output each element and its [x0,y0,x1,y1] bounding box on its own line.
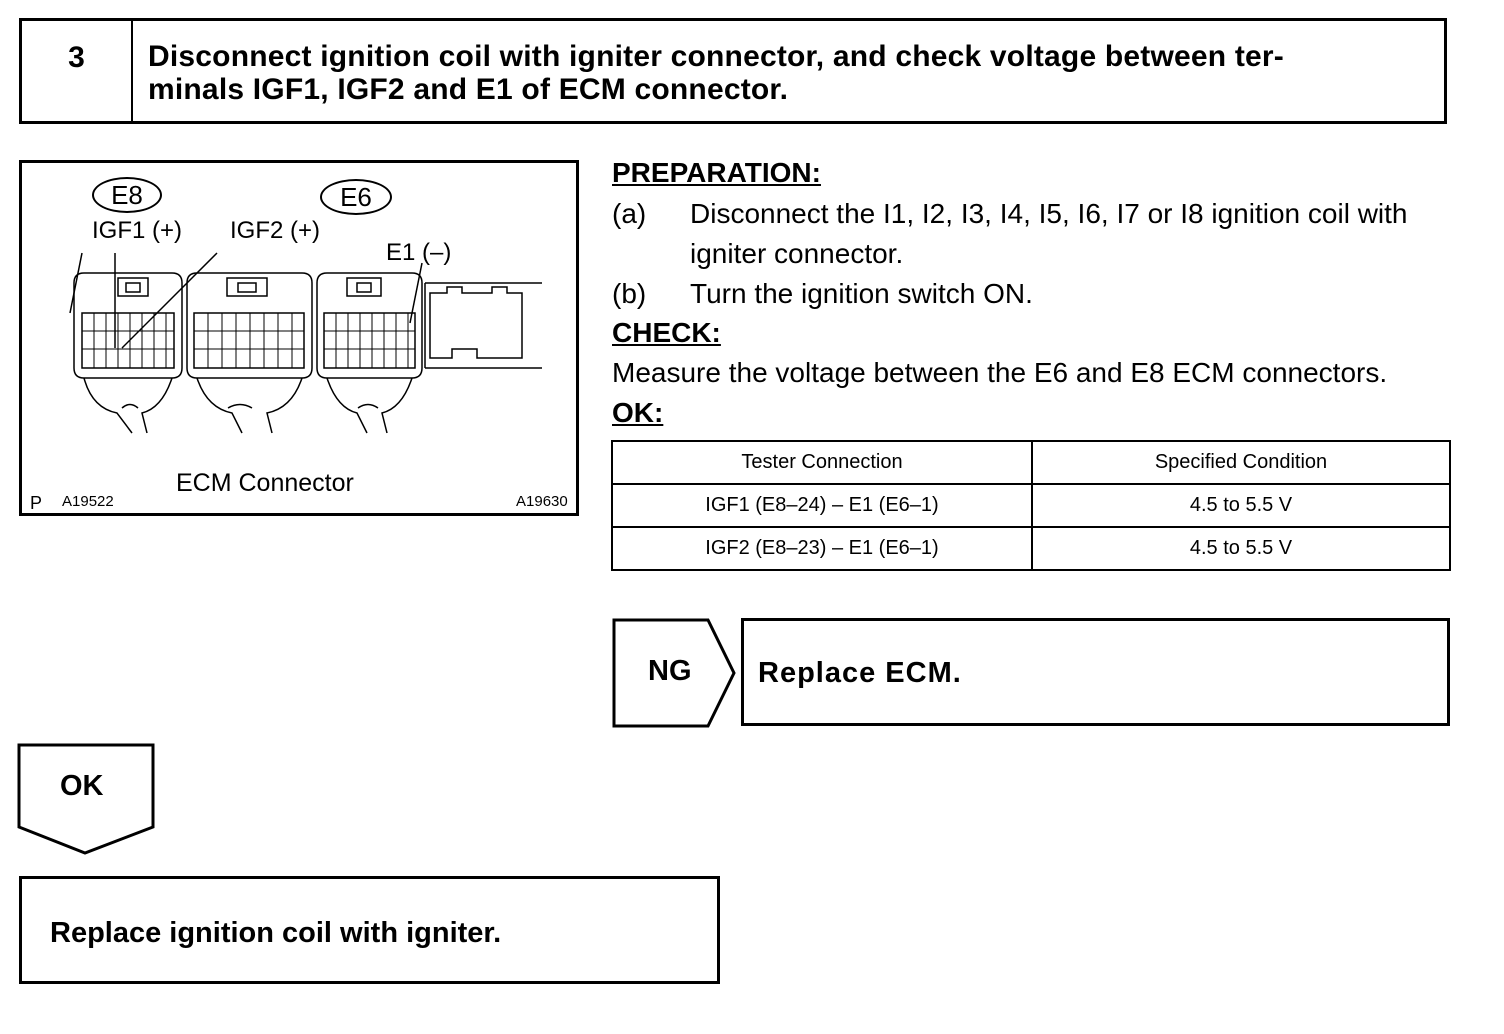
connector-e8-body [73,272,183,379]
table-cell: 4.5 to 5.5 V [1031,526,1451,571]
table-header-row: Tester Connection Specified Condition [611,440,1451,485]
middle-harness [196,377,303,434]
table-header-cell: Tester Connection [611,440,1033,485]
ng-action-box: Replace ECM. [741,618,1450,726]
table-row: IGF1 (E8–24) – E1 (E6–1) 4.5 to 5.5 V [611,483,1451,528]
igf2-label: IGF2 (+) [230,217,321,244]
table-cell: IGF1 (E8–24) – E1 (E6–1) [611,483,1033,528]
connector-e8-oval: E8 [92,177,162,213]
check-heading: CHECK: [612,317,721,348]
igf1-label: IGF1 (+) [92,217,183,244]
e6-harness [326,377,413,434]
ecm-housing [424,282,542,369]
figure-corner-p: P [30,493,43,513]
e8-pin-grid [82,313,174,368]
leader-line-igf2 [121,252,218,349]
prep-item-a-letter: (a) [612,198,647,229]
ok-action-box: Replace ignition coil with igniter. [19,876,720,984]
ok-arrow-shape [17,743,155,855]
check-text: Measure the voltage between the E6 and E… [612,357,1388,388]
prep-item-b-line1: Turn the ignition switch ON. [690,278,1033,309]
step-title: Disconnect ignition coil with igniter co… [148,40,1438,106]
ecm-housing-detail [429,286,523,359]
ng-arrow-shape [612,618,736,728]
step-header: 3 Disconnect ignition coil with igniter … [19,18,1447,124]
table-cell: IGF2 (E8–23) – E1 (E6–1) [611,526,1033,571]
e1-label: E1 (–) [386,239,452,266]
ok-action-text: Replace ignition coil with igniter. [50,917,502,949]
spec-table: Tester Connection Specified Condition IG… [611,440,1451,571]
figure-caption: ECM Connector [176,469,354,497]
middle-pin-grid [194,313,304,368]
ok-label: OK [60,770,104,802]
harness-ties [121,403,379,409]
e8-harness [83,377,173,434]
ecm-connector-figure: E8 E6 IGF1 (+) IGF2 (+) E1 (–) ECM Conne… [19,160,579,516]
connector-e6-body [316,272,423,379]
ng-label: NG [648,655,692,687]
leader-line-e1 [409,262,423,324]
connector-e6-oval: E6 [320,179,392,215]
ecm-connector-drawing [69,252,542,434]
step-title-line1: Disconnect ignition coil with igniter co… [148,40,1284,73]
prep-item-a-line2: igniter connector. [690,238,904,269]
e6-pin-grid [324,313,415,368]
ng-action-text: Replace ECM. [758,657,962,689]
step-title-line2: minals IGF1, IGF2 and E1 of ECM connecto… [148,73,789,106]
step-number: 3 [22,21,133,121]
prep-item-a-line1: Disconnect the I1, I2, I3, I4, I5, I6, I… [690,198,1408,229]
connector-middle-body [186,272,313,379]
ok-heading: OK: [612,397,664,428]
figure-ref-left: A19522 [62,493,114,510]
figure-ref-right: A19630 [516,493,568,510]
table-cell: 4.5 to 5.5 V [1031,483,1451,528]
leader-line-igf1-side [69,252,83,314]
table-header-cell: Specified Condition [1031,440,1451,485]
table-row: IGF2 (E8–23) – E1 (E6–1) 4.5 to 5.5 V [611,526,1451,571]
prep-item-b-letter: (b) [612,278,647,309]
preparation-heading: PREPARATION: [612,157,821,188]
